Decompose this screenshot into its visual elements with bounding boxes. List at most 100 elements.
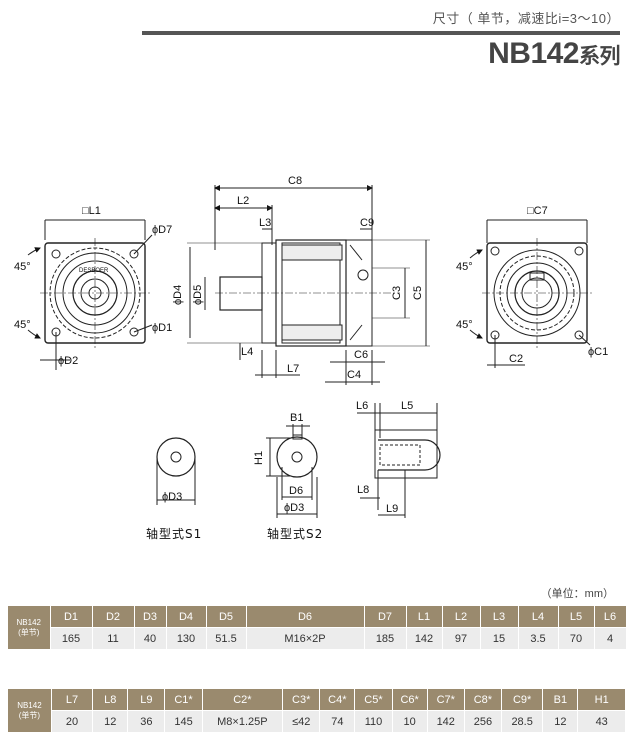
value-cell: 165 — [50, 627, 93, 649]
side-l4-label: L4 — [241, 346, 253, 358]
col-header: D2 — [92, 606, 135, 628]
side-view — [187, 185, 430, 385]
col-header: D4 — [166, 606, 207, 628]
value-cell: 130 — [166, 627, 207, 649]
col-header: L5 — [558, 606, 595, 628]
value-cell: 28.5 — [501, 710, 544, 732]
side-c4-label: C4 — [347, 369, 361, 381]
col-header: H1 — [577, 689, 626, 711]
col-header: C3* — [282, 689, 321, 711]
title-series: 系列 — [579, 45, 621, 68]
value-cell: 36 — [127, 710, 166, 732]
front-d2-label: ϕD2 — [58, 355, 78, 367]
side-l3-label: L3 — [259, 217, 271, 229]
rear-view — [469, 219, 592, 368]
table-row: 20 12 36 145 M8×1.25P ≤42 74 110 10 142 … — [8, 710, 626, 732]
value-cell: 15 — [480, 627, 519, 649]
spec-table-2-header: NB142(单节) L7 L8 L9 C1* C2* C3* C4* C5* C… — [8, 689, 626, 732]
value-cell: 4 — [594, 627, 627, 649]
col-header: L1 — [406, 606, 443, 628]
rear-angle-top: 45° — [456, 261, 473, 273]
s2-h1-label: H1 — [253, 451, 265, 465]
value-cell: 145 — [164, 710, 203, 732]
col-header: C4* — [319, 689, 356, 711]
page-subtitle: 尺寸（ 单节，减速比i=3～10） — [432, 11, 620, 26]
value-cell: 185 — [364, 627, 407, 649]
value-cell: 10 — [392, 710, 428, 732]
col-header: B1 — [542, 689, 579, 711]
col-header: C1* — [164, 689, 203, 711]
value-cell: M16×2P — [246, 627, 365, 649]
s2-d3-label: ϕD3 — [284, 502, 304, 514]
value-cell: 142 — [406, 627, 443, 649]
col-header: L7 — [51, 689, 94, 711]
front-angle-bottom: 45° — [14, 319, 31, 331]
value-cell: 20 — [51, 710, 94, 732]
side-d4-label: ϕD4 — [172, 285, 184, 305]
rear-c1-label: ϕC1 — [588, 346, 608, 358]
shaft-s2-view — [266, 424, 318, 518]
table-row: 165 11 40 130 51.5 M16×2P 185 142 97 15 … — [8, 627, 627, 649]
col-header: C9* — [501, 689, 544, 711]
col-header: C6* — [392, 689, 428, 711]
side-c6-label: C6 — [354, 349, 368, 361]
front-l1-label: □L1 — [82, 205, 101, 217]
value-cell: M8×1.25P — [202, 710, 284, 732]
col-header: L8 — [92, 689, 129, 711]
unit-note: （单位：mm） — [540, 588, 614, 600]
col-header: D1 — [50, 606, 93, 628]
side-l2-label: L2 — [237, 195, 249, 207]
col-header: L2 — [442, 606, 481, 628]
s2-caption: 轴型式S2 — [267, 526, 323, 541]
page-title: NB142系列 — [488, 37, 620, 71]
value-cell: 74 — [319, 710, 356, 732]
col-header: C2* — [202, 689, 284, 711]
front-angle-top: 45° — [14, 261, 31, 273]
detail-l5-label: L5 — [401, 400, 413, 412]
value-cell: 12 — [92, 710, 129, 732]
front-view — [27, 219, 153, 370]
s1-d3-label: ϕD3 — [162, 491, 182, 503]
s2-b1-label: B1 — [290, 412, 303, 424]
rear-c7-label: □C7 — [527, 205, 548, 217]
side-c8-label: C8 — [288, 175, 302, 187]
col-header: L3 — [480, 606, 519, 628]
model-cell: NB142(单节) — [8, 689, 52, 732]
detail-l6-label: L6 — [356, 400, 368, 412]
col-header: D6 — [246, 606, 365, 628]
s1-caption: 轴型式S1 — [146, 526, 202, 541]
side-l7-label: L7 — [287, 363, 299, 375]
col-header: C7* — [427, 689, 465, 711]
rear-c2-label: C2 — [509, 353, 523, 365]
technical-drawing: □L1 ϕD7 ϕD1 ϕD2 45° 45° DESBOER C8 L2 L3… — [14, 175, 608, 541]
value-cell: 40 — [134, 627, 167, 649]
value-cell: 11 — [92, 627, 135, 649]
spec-table-1-header: NB142(单节) D1 D2 D3 D4 D5 D6 D7 L1 L2 L3 … — [8, 606, 627, 649]
title-rule — [142, 31, 620, 35]
col-header: L6 — [594, 606, 627, 628]
value-cell: 51.5 — [206, 627, 247, 649]
side-c9-label: C9 — [360, 217, 374, 229]
s2-d6-label: D6 — [289, 485, 303, 497]
value-cell: ≤42 — [282, 710, 321, 732]
col-header: L4 — [518, 606, 559, 628]
col-header: D5 — [206, 606, 247, 628]
side-d5-label: ϕD5 — [192, 285, 204, 305]
value-cell: 256 — [464, 710, 503, 732]
col-header: D3 — [134, 606, 167, 628]
front-d7-label: ϕD7 — [152, 224, 172, 236]
value-cell: 110 — [354, 710, 393, 732]
value-cell: 142 — [427, 710, 465, 732]
col-header: C5* — [354, 689, 393, 711]
value-cell: 3.5 — [518, 627, 559, 649]
detail-l9-label: L9 — [386, 503, 398, 515]
spec-table-1: NB142(单节) D1 D2 D3 D4 D5 D6 D7 L1 L2 L3 … — [8, 606, 627, 649]
shaft-s1-view — [156, 437, 196, 505]
detail-l8-label: L8 — [357, 484, 369, 496]
col-header: C8* — [464, 689, 503, 711]
col-header: L9 — [127, 689, 166, 711]
side-c3-label: C3 — [391, 286, 403, 300]
value-cell: 70 — [558, 627, 595, 649]
value-cell: 43 — [577, 710, 626, 732]
col-header: D7 — [364, 606, 407, 628]
